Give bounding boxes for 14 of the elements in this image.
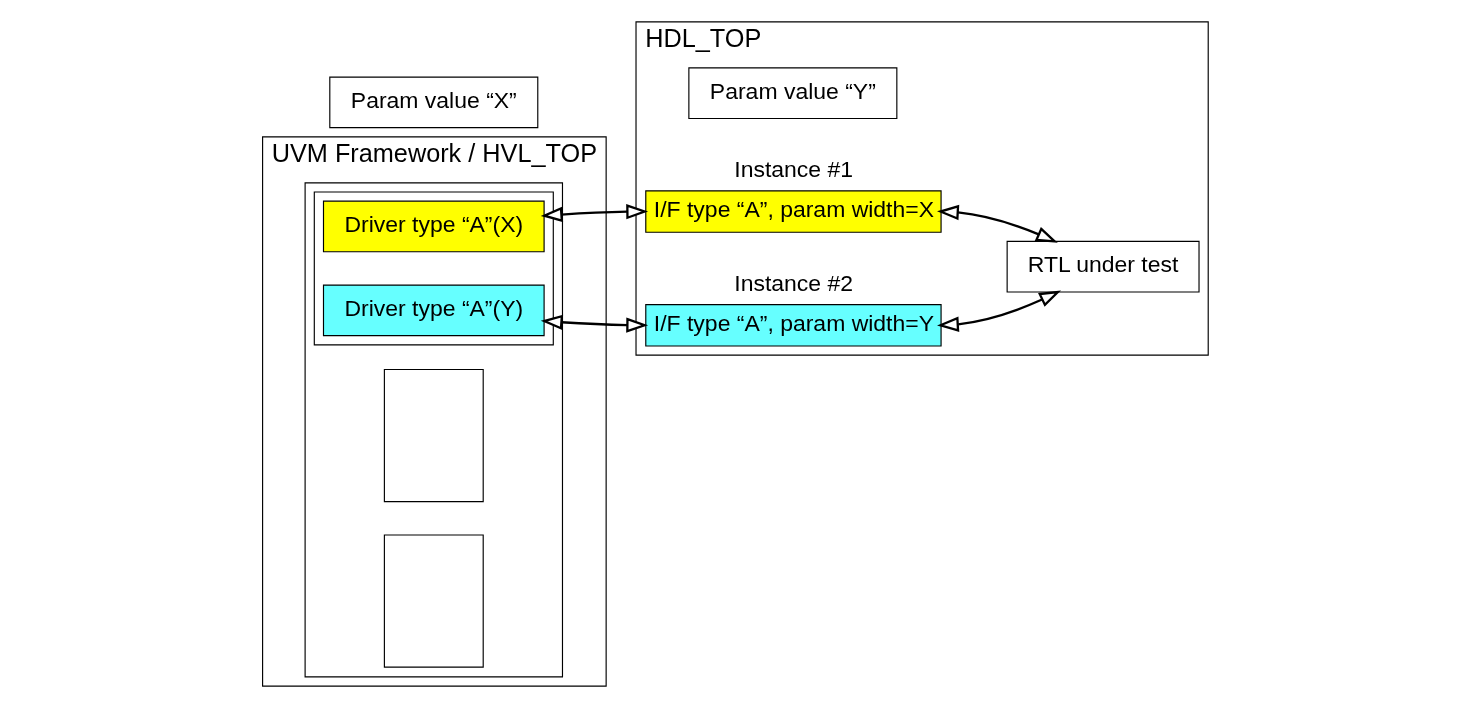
node-box: RTL under test <box>1006 240 1200 293</box>
arrow <box>540 314 649 333</box>
node-label: Instance #1 <box>734 156 854 183</box>
arrow <box>937 290 1062 332</box>
node-box: Driver type “A”(Y) <box>322 284 545 337</box>
node-box <box>383 534 484 668</box>
node-box: Param value “Y” <box>688 67 898 120</box>
arrow <box>540 204 649 223</box>
node-box: Driver type “A”(X) <box>322 200 545 253</box>
node-box: Param value “X” <box>329 76 539 129</box>
node-label: Instance #2 <box>734 269 854 296</box>
node-box <box>383 368 484 503</box>
cluster <box>313 191 554 346</box>
arrow <box>937 204 1058 243</box>
